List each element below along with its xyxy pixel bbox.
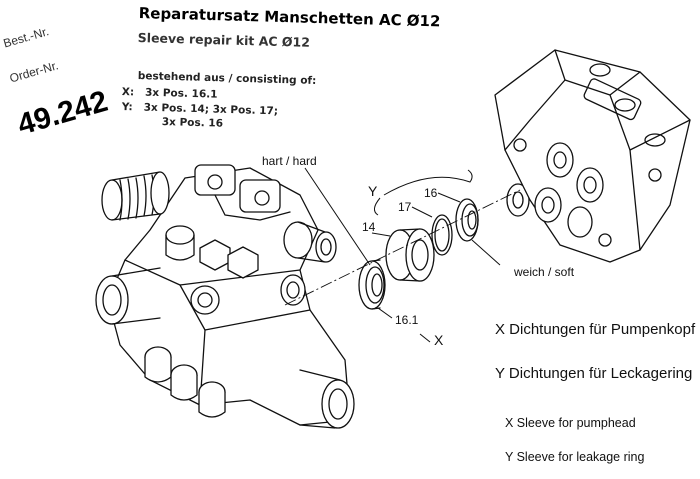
label-pos-17: 17 [398,200,412,214]
label-y: Y [368,183,378,199]
seal-parts-drawing [358,183,530,310]
legend-x-english: X Sleeve for pumphead [505,416,636,430]
label-pos-16-1: 16.1 [395,313,419,327]
label-hard: hart / hard [262,154,317,168]
crankcase-drawing [494,49,691,263]
pump-head-drawing [95,164,355,429]
label-x: X [434,332,444,348]
legend-x-german: X Dichtungen für Pumpenkopf [495,321,696,338]
axis-line [284,189,521,306]
label-pos-16: 16 [424,186,438,200]
label-pos-14: 14 [362,220,376,234]
legend-y-german: Y Dichtungen für Leckagering [495,365,693,382]
leader-lines [304,167,501,343]
contents-y-line-2: 3x Pos. 16 [161,116,224,130]
legend-y-english: Y Sleeve for leakage ring [505,450,645,464]
label-soft: weich / soft [514,265,575,279]
